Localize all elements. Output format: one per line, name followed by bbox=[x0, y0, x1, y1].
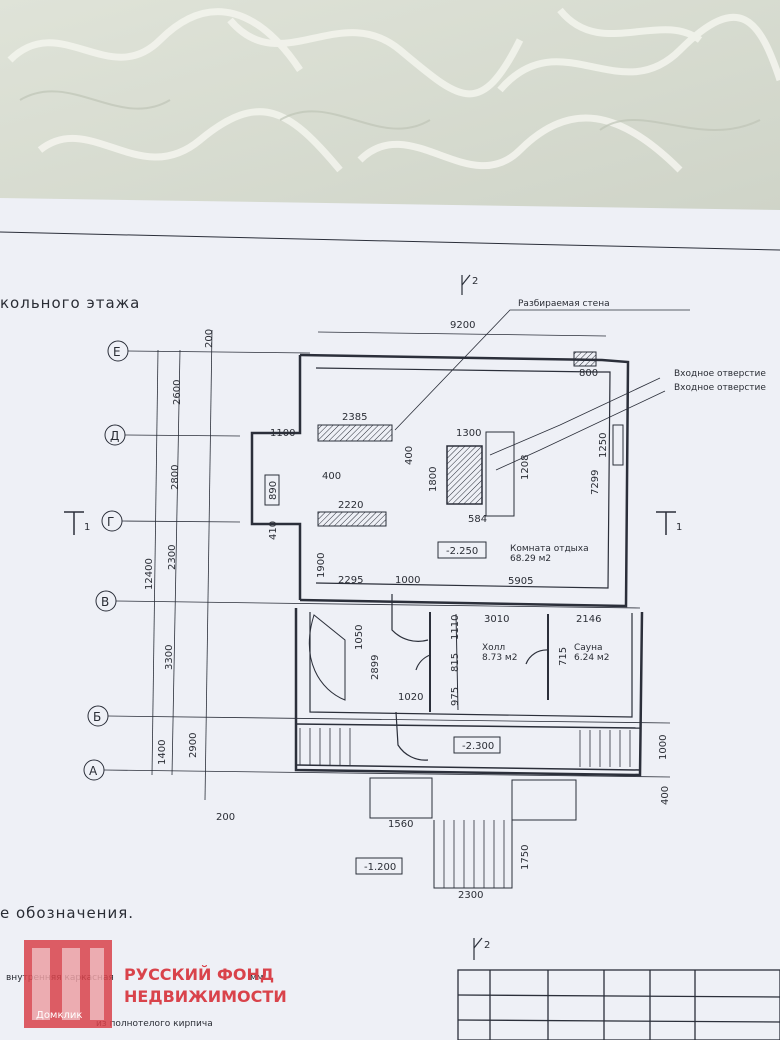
dim-2220: 2220 bbox=[338, 500, 363, 511]
dim-1110: 1110 bbox=[450, 615, 461, 640]
dim-1560: 1560 bbox=[388, 819, 413, 830]
dim-2300-bottom: 2300 bbox=[458, 890, 483, 901]
dim-1000-b: 1000 bbox=[658, 735, 669, 760]
dim-1800: 1800 bbox=[428, 467, 439, 492]
dim-5905: 5905 bbox=[508, 576, 533, 587]
dim-715: 715 bbox=[558, 647, 569, 666]
dim-2600: 2600 bbox=[172, 380, 183, 405]
section-mark-left: 1 bbox=[64, 511, 90, 535]
sheet-mark-bottom-label: 2 bbox=[484, 940, 490, 951]
dim-9200: 9200 bbox=[450, 320, 475, 331]
axis-label-d: Д bbox=[110, 429, 119, 443]
dim-2385: 2385 bbox=[342, 412, 367, 423]
dim-1050: 1050 bbox=[354, 625, 365, 650]
dim-3010: 3010 bbox=[484, 614, 509, 625]
dim-975: 975 bbox=[450, 687, 461, 706]
room-name-hall: Холл bbox=[482, 643, 505, 653]
dim-2800: 2800 bbox=[170, 465, 181, 490]
dim-1400: 1400 bbox=[157, 740, 168, 765]
callout-opening-2: Входное отверстие bbox=[674, 383, 766, 393]
section-mark-left-label: 1 bbox=[84, 522, 90, 533]
dim-400-a: 400 bbox=[404, 446, 415, 465]
dim-800: 800 bbox=[579, 368, 598, 379]
dim-2146: 2146 bbox=[576, 614, 601, 625]
left-dimension-lines bbox=[151, 329, 213, 801]
axis-label-e: Е bbox=[113, 345, 121, 359]
level-2300: -2.300 bbox=[462, 741, 494, 752]
level-2250: -2.250 bbox=[446, 546, 478, 557]
paper-sheet bbox=[0, 198, 780, 1040]
dim-815: 815 bbox=[450, 653, 461, 672]
axis-label-g: Г bbox=[107, 515, 114, 529]
dim-400-b: 400 bbox=[660, 786, 671, 805]
watermark-brand-1: РУССКИЙ ФОНД bbox=[124, 965, 274, 984]
legend-heading: е обозначения. bbox=[0, 904, 134, 922]
dim-2899: 2899 bbox=[370, 655, 381, 680]
legend-line-1b: мм bbox=[250, 973, 264, 983]
title-block bbox=[457, 969, 780, 1040]
level-1200: -1.200 bbox=[364, 862, 396, 873]
watermark-platform: Домклик bbox=[36, 1010, 82, 1021]
dim-1100: 1100 bbox=[270, 428, 295, 439]
fabric-background bbox=[0, 0, 780, 215]
dim-1020: 1020 bbox=[398, 692, 423, 703]
room-name-lounge: Комната отдыха bbox=[510, 544, 589, 554]
section-mark-right: 1 bbox=[656, 511, 682, 535]
dim-2900: 2900 bbox=[188, 733, 199, 758]
room-name-sauna: Сауна bbox=[574, 643, 603, 653]
building-plan bbox=[250, 351, 644, 889]
axis-label-a: А bbox=[89, 764, 98, 778]
dim-12400: 12400 bbox=[144, 558, 155, 590]
axis-label-v: В bbox=[101, 595, 109, 609]
callout-leaders bbox=[394, 309, 690, 471]
room-area-hall: 8.73 м2 bbox=[482, 653, 517, 663]
dim-584: 584 bbox=[468, 514, 487, 525]
callout-wall: Разбираемая стена bbox=[518, 299, 610, 309]
callout-opening-1: Входное отверстие bbox=[674, 369, 766, 379]
dim-1300: 1300 bbox=[456, 428, 481, 439]
dim-400-top: 400 bbox=[322, 471, 341, 482]
dim-200: 200 bbox=[204, 329, 215, 348]
dim-2300: 2300 bbox=[167, 545, 178, 570]
dim-7299: 7299 bbox=[590, 470, 601, 495]
dim-1250: 1250 bbox=[598, 433, 609, 458]
dim-200-bottom: 200 bbox=[216, 812, 235, 823]
section-mark-right-label: 1 bbox=[676, 522, 682, 533]
axis-label-b: Б bbox=[93, 710, 101, 724]
dim-1000-a: 1000 bbox=[395, 575, 420, 586]
dim-890: 890 bbox=[268, 481, 279, 500]
dim-2295: 2295 bbox=[338, 575, 363, 586]
dim-1208: 1208 bbox=[520, 455, 531, 480]
watermark-brand-2: НЕДВИЖИМОСТИ bbox=[124, 987, 287, 1006]
sheet-mark-bottom: 2 bbox=[473, 937, 490, 960]
sheet-mark-top: 2 bbox=[461, 274, 478, 295]
dim-1900: 1900 bbox=[316, 553, 327, 578]
legend-line-2: из полнотелого кирпича bbox=[96, 1019, 213, 1029]
dim-1750: 1750 bbox=[520, 845, 531, 870]
watermark-logo bbox=[24, 940, 112, 1028]
title-fragment: кольного этажа bbox=[0, 294, 140, 312]
dim-3300: 3300 bbox=[164, 645, 175, 670]
room-area-lounge: 68.29 м2 bbox=[510, 554, 551, 564]
dim-410: 410 bbox=[268, 521, 279, 540]
sheet-mark-top-label: 2 bbox=[472, 276, 478, 287]
room-area-sauna: 6.24 м2 bbox=[574, 653, 609, 663]
